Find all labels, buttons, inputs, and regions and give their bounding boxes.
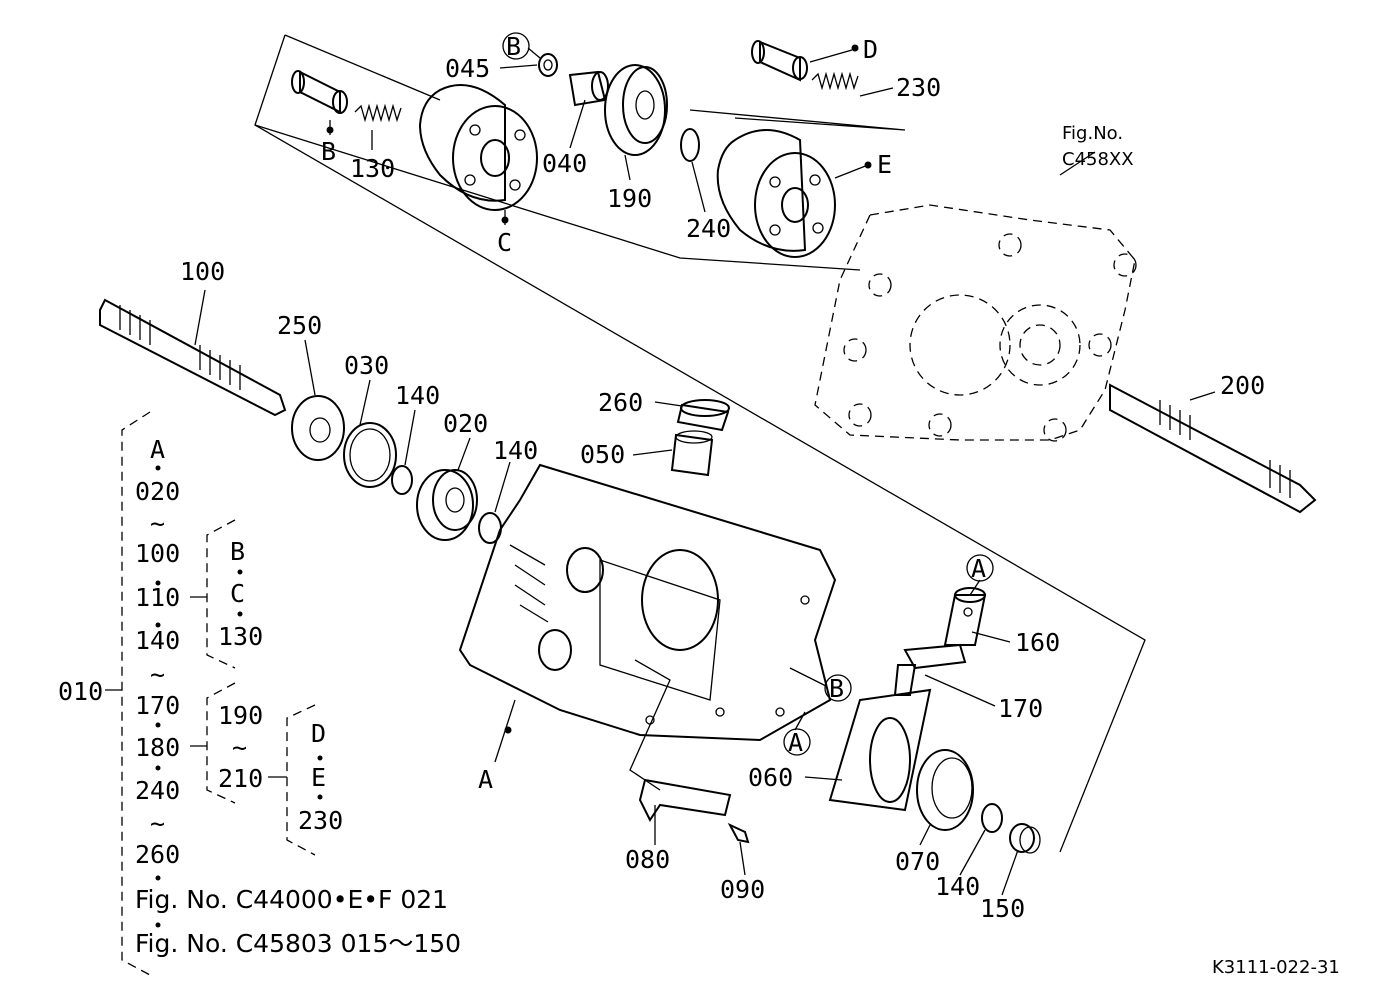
drawing-code: K3111-022-31: [1212, 957, 1340, 978]
col2a-0: B: [230, 537, 245, 566]
col1-9: 240: [135, 776, 180, 805]
assembly-bracket: [105, 411, 316, 976]
col1-4: 110: [135, 583, 180, 612]
part-spring-230: [811, 71, 859, 91]
col3-1: E: [311, 763, 326, 792]
part-washer-045: [538, 53, 558, 77]
label-045: 045: [445, 54, 490, 83]
col2a-1: C: [230, 579, 245, 608]
part-block-060: [828, 688, 932, 812]
assembly-list-text: 010 A 020 ~ 100 110 140 ~ 170 180 240 ~ …: [58, 435, 461, 958]
label-170: 170: [998, 694, 1043, 723]
label-c: C: [497, 228, 512, 257]
label-150: 150: [980, 894, 1025, 923]
col1-8: 180: [135, 733, 180, 762]
label-260: 260: [598, 388, 643, 417]
housing-c458xx: [814, 204, 1137, 442]
col2a-2: 130: [218, 622, 263, 651]
col1-dots: [155, 465, 323, 928]
part-bearing-070: [916, 749, 974, 831]
callout-labels: 045 B B 130 C 040 190 240 E D 230 Fig.No…: [180, 32, 1265, 923]
label-050: 050: [580, 440, 625, 469]
part-bracket-080: [629, 659, 732, 822]
part-roller-e: [716, 129, 836, 258]
part-case-a: [458, 463, 837, 742]
label-140-a: 140: [395, 381, 440, 410]
label-a: A: [478, 765, 493, 794]
label-100: 100: [180, 257, 225, 286]
col3-0: D: [311, 719, 326, 748]
label-circled-b-top: B: [506, 32, 521, 61]
col2b-2: 210: [218, 764, 263, 793]
label-b: B: [321, 137, 336, 166]
label-230: 230: [896, 73, 941, 102]
assembly-main-010: 010: [58, 677, 103, 706]
label-e: E: [877, 150, 892, 179]
label-060: 060: [748, 763, 793, 792]
label-090: 090: [720, 875, 765, 904]
part-bearing-020: [416, 469, 478, 541]
label-fig-no: Fig.No.: [1062, 123, 1123, 144]
label-circled-b-mid: B: [829, 674, 844, 703]
part-shaft-200: [1109, 383, 1317, 514]
assembly-note-1: Fig. No. C44000•E•F 021: [135, 885, 448, 914]
part-screw-090: [727, 822, 750, 844]
col1-11: 260: [135, 840, 180, 869]
label-070: 070: [895, 847, 940, 876]
assembly-note-2: Fig. No. C45803 015～150: [135, 929, 461, 958]
label-030: 030: [344, 351, 389, 380]
part-spring-130: [354, 103, 402, 123]
part-bearing-250: [291, 395, 345, 461]
part-sleeve-d: [751, 40, 808, 82]
label-140-b: 140: [493, 436, 538, 465]
part-sleeve-b: [291, 70, 348, 114]
col1-10: ~: [150, 809, 165, 838]
label-040: 040: [542, 149, 587, 178]
part-roller-c: [418, 84, 538, 211]
label-circled-a-mid: A: [788, 728, 803, 757]
circled-refs: [502, 32, 994, 756]
part-snapring-030: [343, 422, 397, 488]
label-080: 080: [625, 845, 670, 874]
part-shaft-100: [99, 298, 287, 417]
part-bushing-050: [670, 430, 714, 477]
label-190: 190: [607, 184, 652, 213]
col1-6: ~: [150, 660, 165, 689]
col1-7: 170: [135, 691, 180, 720]
part-ring-140-a: [391, 465, 413, 495]
col3-2: 230: [298, 806, 343, 835]
label-250: 250: [277, 311, 322, 340]
label-circled-a-top: A: [971, 554, 986, 583]
col1-3: 100: [135, 539, 180, 568]
part-arm-170: [893, 643, 967, 696]
reference-dots: [326, 44, 872, 734]
part-shaft-160: [943, 587, 987, 646]
label-d: D: [863, 35, 878, 64]
label-160: 160: [1015, 628, 1060, 657]
part-bearing-190: [604, 64, 668, 156]
col2b-0: 190: [218, 701, 263, 730]
part-plug-260: [676, 399, 730, 432]
col2b-1: ~: [232, 733, 247, 762]
label-140-c: 140: [935, 872, 980, 901]
col1-5: 140: [135, 626, 180, 655]
assembly-frame-lines: [254, 34, 1146, 853]
part-spring-150: [1009, 823, 1041, 854]
col1-0: A: [150, 435, 165, 464]
label-130: 130: [350, 154, 395, 183]
part-ring-240: [680, 128, 700, 162]
col1-2: ~: [150, 509, 165, 538]
label-020: 020: [443, 409, 488, 438]
label-200: 200: [1220, 371, 1265, 400]
col1-1: 020: [135, 477, 180, 506]
label-240-top: 240: [686, 214, 731, 243]
part-ring-140-c: [981, 803, 1003, 833]
part-bushing-040: [568, 70, 609, 107]
label-fig-code: C458XX: [1062, 149, 1134, 170]
